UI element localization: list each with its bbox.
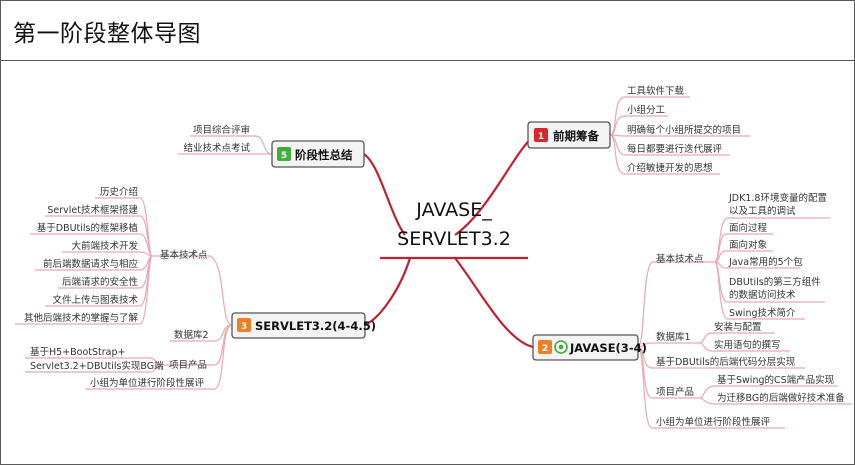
leaf-item: 小组分工	[627, 104, 666, 116]
leaf-item: 基于DBUtils的后端代码分层实现	[656, 356, 796, 368]
branch-t3	[364, 257, 412, 326]
leaf-item: 工具软件下载	[627, 85, 685, 97]
leaf-item: Servlet技术框架搭建	[47, 204, 138, 216]
leaf-item: 结业技术点考试	[183, 142, 250, 154]
number-badge	[237, 318, 251, 332]
leaf-item: Java常用的5个包	[728, 256, 803, 268]
topic-label: 前期筹备	[553, 129, 599, 143]
leaf-item: 小组为单位进行阶段性展评	[90, 377, 205, 389]
number-badge	[538, 340, 552, 354]
leaf-item: 基于H5+BootStrap+	[30, 346, 126, 358]
leaf-item: 基于DBUtils的框架移植	[37, 222, 139, 234]
leaf-item: 以及工具的调试	[729, 205, 796, 217]
leaf-item: 每日都要进行迭代展评	[627, 143, 723, 155]
sub-branches	[15, 96, 852, 429]
leaf-item: Swing技术简介	[729, 307, 796, 319]
subtopic-label: 数据库2	[174, 329, 209, 341]
topic-label: JAVASE(3-4)	[569, 341, 647, 355]
leaf-item: JDK1.8环境变量的配置	[728, 192, 827, 204]
leaf-item: 小组为单位进行阶段性展评	[656, 416, 771, 428]
topic-servlet: 3 SERVLET3.2(4-4.5)	[231, 312, 376, 339]
subtopic-label: 数据库1	[656, 331, 691, 343]
leaf-item: 前后端数据请求与相应	[43, 258, 139, 270]
central-topic-line1: JAVASE_	[415, 199, 492, 221]
subtopic-label: 项目产品	[169, 359, 207, 371]
topic-summary: 5 阶段性总结	[271, 140, 365, 168]
topic-label: SERVLET3.2(4-4.5)	[255, 319, 376, 333]
subtopic-label: 项目产品	[656, 386, 694, 398]
leaf-item: 面向对象	[729, 239, 768, 251]
leaf-item: 项目综合评审	[193, 124, 250, 136]
leaf-item: 大前端技术开发	[71, 240, 138, 252]
leaf-item: 介绍敏捷开发的思想	[627, 162, 713, 174]
topic-javase: 2 JAVASE(3-4)	[532, 334, 647, 361]
leaf-item: 安装与配置	[714, 321, 762, 333]
leaf-item: 其他后端技术的掌握与了解	[24, 312, 139, 324]
leaf-item: 明确每个小组所提交的项目	[627, 124, 741, 136]
branch-t5	[363, 153, 406, 236]
topic-label: 阶段性总结	[295, 148, 353, 162]
badge-number: 1	[538, 132, 544, 142]
leaf-item: 历史介绍	[100, 186, 138, 198]
leaf-item: Servlet3.2+DBUtils实现BG端	[30, 360, 164, 372]
branch-t2	[454, 257, 534, 349]
subtopic-label: 基本技术点	[656, 253, 704, 265]
leaf-item: 面向过程	[729, 222, 768, 234]
topic-box	[271, 140, 365, 168]
badge-number: 5	[281, 151, 287, 161]
leaf-item: 为迁移BG的后端做好技术准备	[717, 392, 845, 404]
leaf-item: DBUtils的第三方组件	[729, 276, 821, 288]
leaf-item: 实用语句的撰写	[714, 339, 781, 351]
leaf-item: 的数据访问技术	[729, 289, 796, 301]
page-title: 第一阶段整体导图	[13, 21, 201, 47]
page-header: 第一阶段整体导图	[1, 1, 854, 61]
badge-number: 3	[241, 322, 247, 332]
number-badge	[277, 147, 291, 161]
central-topic-line2: SERVLET3.2	[397, 228, 511, 250]
leaf-item: 文件上传与图表技术	[52, 294, 138, 306]
number-badge	[534, 128, 548, 142]
subtopic-label: 基本技术点	[160, 249, 208, 261]
topic-box	[527, 121, 611, 149]
topic-preparation: 1 前期筹备	[527, 121, 611, 149]
leaf-item: 基于Swing的CS端产品实现	[717, 374, 835, 386]
topic-box	[231, 312, 366, 339]
badge-number: 2	[542, 344, 548, 354]
leaf-item: 后端请求的安全性	[62, 276, 139, 288]
